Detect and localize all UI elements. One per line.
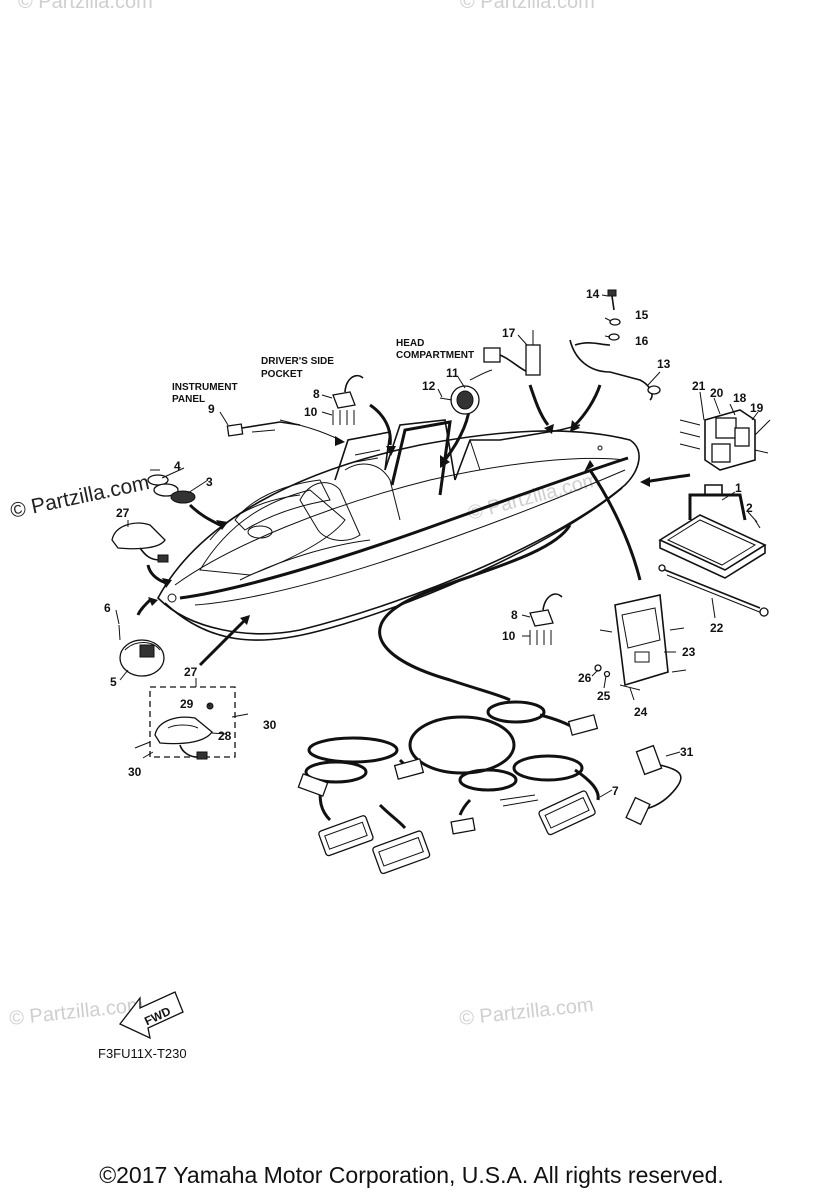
- callout-4: 4: [174, 459, 181, 473]
- callout-30-right: 30: [263, 718, 277, 732]
- callout-26: 26: [578, 671, 592, 685]
- caption-head-compartment-line1: HEAD: [396, 338, 424, 349]
- callout-18: 18: [733, 391, 747, 405]
- fwd-arrow: FWD: [118, 991, 184, 1040]
- ground-wire-13: [569, 339, 661, 401]
- callout-10-lower: 10: [502, 629, 516, 643]
- callout-21: 21: [692, 379, 706, 393]
- harness-lead: [378, 524, 572, 702]
- callout-28: 28: [218, 729, 232, 743]
- copyright-notice: ©2017 Yamaha Motor Corporation, U.S.A. A…: [99, 1162, 724, 1188]
- sensor-17: [483, 330, 541, 376]
- battery-tray: [658, 484, 767, 579]
- boat-hull: [157, 419, 640, 641]
- callout-8-lower: 8: [511, 608, 518, 622]
- callout-1: 1: [735, 481, 742, 495]
- part-31-connector: [625, 744, 682, 826]
- callout-30-left: 30: [128, 765, 142, 779]
- diagram-code: F3FU11X-T230: [98, 1046, 187, 1061]
- speaker-11: [439, 369, 493, 415]
- callout-labels: 1 2 3 4 5 6 7 8 8 9 10 10 11 12 13 14 15…: [104, 287, 764, 798]
- callout-7: 7: [612, 784, 619, 798]
- callout-2: 2: [746, 501, 753, 515]
- ecm-unit: [594, 594, 687, 691]
- callout-24: 24: [634, 705, 648, 719]
- callout-14: 14: [586, 287, 600, 301]
- callout-13: 13: [657, 357, 671, 371]
- callout-20: 20: [710, 386, 724, 400]
- watermark-main: © Partzilla.com: [8, 471, 151, 523]
- caption-instrument-panel-line2: PANEL: [172, 394, 205, 405]
- callout-5: 5: [110, 675, 117, 689]
- nav-light-27-upper: [111, 522, 169, 563]
- instrument-connector-9: [226, 421, 301, 437]
- parts-3-4: [147, 469, 196, 504]
- callout-19: 19: [750, 401, 764, 415]
- courtesy-light-8-upper: [332, 374, 364, 425]
- caption-drivers-pocket-line1: DRIVER'S SIDE: [261, 356, 334, 367]
- callout-31: 31: [680, 745, 694, 759]
- callout-23: 23: [682, 645, 696, 659]
- watermark-bottom-right: © Partzilla.com: [458, 994, 594, 1030]
- callout-15: 15: [635, 308, 649, 322]
- callout-6: 6: [104, 601, 111, 615]
- caption-instrument-panel-line1: INSTRUMENT: [172, 382, 238, 393]
- watermark-top-right: © Partzilla.com: [460, 0, 595, 13]
- callout-11: 11: [446, 366, 459, 380]
- callout-27-upper: 27: [116, 506, 130, 520]
- caption-drivers-pocket-line2: POCKET: [261, 369, 303, 380]
- callout-3: 3: [206, 475, 213, 489]
- leader-lines: [115, 294, 759, 798]
- caption-head-compartment-line2: COMPARTMENT: [396, 350, 474, 361]
- callout-16: 16: [635, 334, 649, 348]
- callout-12: 12: [422, 379, 436, 393]
- relay-bracket: [679, 409, 771, 471]
- callout-9: 9: [208, 402, 215, 416]
- battery-cable-22: [658, 564, 769, 617]
- callout-22: 22: [710, 621, 724, 635]
- callout-10-upper: 10: [304, 405, 318, 419]
- bolt-14: [607, 289, 621, 341]
- stern-light-5: [118, 624, 165, 677]
- nav-light-27-assembly: [134, 686, 249, 760]
- callout-25: 25: [597, 689, 611, 703]
- callout-17: 17: [502, 326, 516, 340]
- courtesy-light-8-lower: [529, 593, 563, 645]
- callout-8-upper: 8: [313, 387, 320, 401]
- callout-27-lower: 27: [184, 665, 198, 679]
- callout-29: 29: [180, 697, 194, 711]
- wire-harness: [297, 700, 600, 875]
- watermark-top-left: © Partzilla.com: [18, 0, 153, 13]
